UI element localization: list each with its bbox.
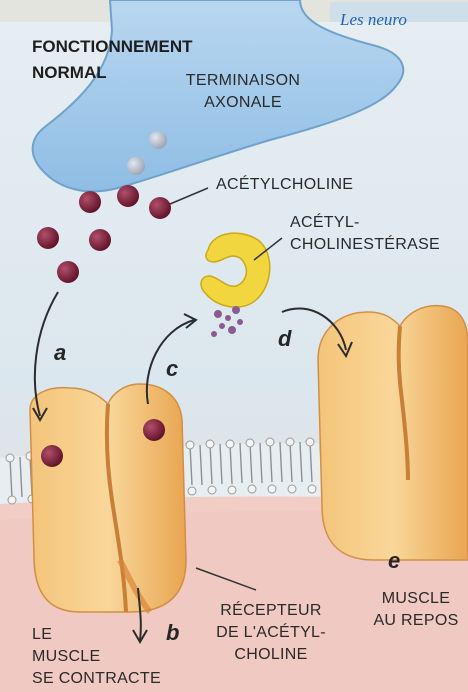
page-header-text: Les neuro (340, 10, 407, 30)
step-a-label: a (54, 340, 66, 366)
vesicle-molecule (149, 131, 167, 149)
step-b-label: b (166, 620, 179, 646)
receptor-right (318, 306, 468, 560)
vesicle-molecule (127, 157, 145, 175)
enzyme-label: ACÉTYL- CHOLINESTÉRASE (290, 212, 440, 256)
axon-terminal-label: TERMINAISON AXONALE (168, 70, 318, 114)
receptor-label: RÉCEPTEUR DE L'ACÉTYL- CHOLINE (196, 600, 346, 666)
step-c-label: c (166, 356, 178, 382)
acetylcholine-label: ACÉTYLCHOLINE (216, 174, 353, 196)
receptor-left (30, 384, 186, 612)
muscle-rest-label: MUSCLE AU REPOS (366, 588, 466, 632)
muscle-contracts-label: LE MUSCLE SE CONTRACTE (32, 624, 161, 690)
step-d-label: d (278, 326, 291, 352)
step-e-label: e (388, 548, 400, 574)
